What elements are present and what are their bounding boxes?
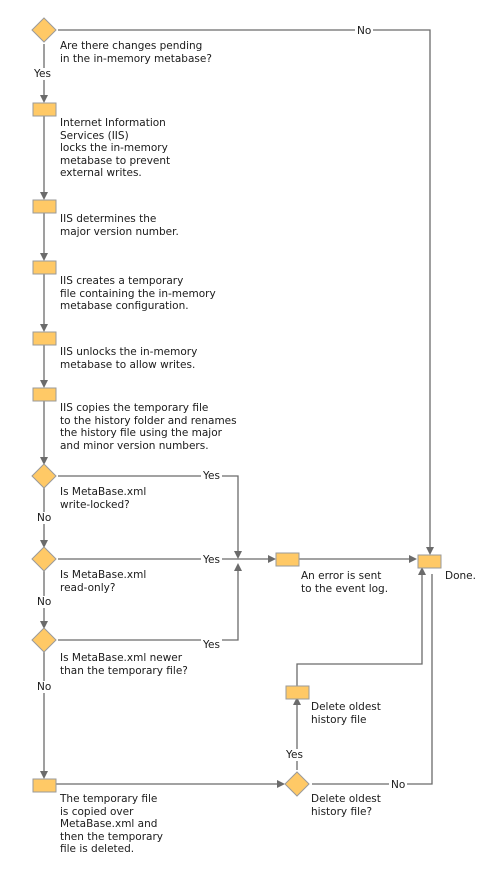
- edge-label-newer-yes: Yes: [201, 639, 222, 651]
- edge-label-writelocked-yes: Yes: [201, 470, 222, 482]
- arrow-into-done-top: [426, 547, 434, 555]
- arrow-delete-to-done: [418, 567, 426, 575]
- arrow-into-major: [40, 192, 48, 200]
- decision-newer-label: Is MetaBase.xml newer than the temporary…: [60, 652, 188, 677]
- decision-delete-label: Delete oldest history file?: [311, 793, 381, 818]
- decision-writelocked-label: Is MetaBase.xml write-locked?: [60, 486, 147, 511]
- edge-writelocked-yes: [58, 475, 239, 553]
- edge-label-delete-no: No: [389, 779, 408, 791]
- edge-label-writelocked-no: No: [35, 512, 54, 524]
- edge-delete-to-done: [296, 574, 423, 686]
- edge-label-newer-no: No: [35, 681, 54, 693]
- arrow-into-writelocked: [40, 457, 48, 465]
- step-delete-label: Delete oldest history file: [311, 701, 381, 726]
- decision-readonly-label: Is MetaBase.xml read-only?: [60, 569, 147, 594]
- decision-writelocked-diamond: [31, 463, 57, 489]
- step-copy-label: IIS copies the temporary file to the his…: [60, 402, 237, 452]
- step-lock-label: Internet Information Services (IIS) lock…: [60, 117, 171, 180]
- arrow-into-delete-decision: [277, 780, 285, 788]
- step-delete-box: [285, 685, 310, 700]
- arrow-into-newer: [40, 621, 48, 629]
- decision-readonly-diamond: [31, 546, 57, 572]
- decisions: [31, 17, 310, 797]
- arrow-writelocked-yes: [234, 551, 242, 559]
- step-temp-box: [32, 260, 57, 275]
- step-done-box: [417, 554, 442, 569]
- step-copy-box: [32, 387, 57, 402]
- edge-newer-yes: [58, 570, 239, 641]
- arrow-into-unlock: [40, 324, 48, 332]
- step-temp-label: IIS creates a temporary file containing …: [60, 275, 216, 313]
- step-error-box: [275, 552, 300, 567]
- arrow-into-copy: [40, 380, 48, 388]
- edge-changes-no: [58, 29, 431, 548]
- edge-label-changes-yes: Yes: [32, 68, 53, 80]
- arrow-into-lock: [40, 95, 48, 103]
- step-major-label: IIS determines the major version number.: [60, 213, 179, 238]
- step-unlock-box: [32, 331, 57, 346]
- edge-label-changes-no: No: [355, 25, 374, 37]
- step-overwrite-box: [32, 778, 57, 793]
- decision-newer-diamond: [31, 627, 57, 653]
- edge-label-readonly-yes: Yes: [201, 554, 222, 566]
- step-unlock-label: IIS unlocks the in-memory metabase to al…: [60, 346, 198, 371]
- connectors: [43, 29, 433, 785]
- arrow-into-temp: [40, 253, 48, 261]
- arrow-into-readonly: [40, 540, 48, 548]
- arrowheads: [40, 95, 434, 788]
- arrow-into-overwrite: [40, 771, 48, 779]
- decision-changes-diamond: [31, 17, 57, 43]
- arrow-into-error: [268, 555, 276, 563]
- steps: [32, 102, 442, 793]
- step-error-label: An error is sent to the event log.: [301, 570, 389, 595]
- step-lock-box: [32, 102, 57, 117]
- arrow-newer-yes: [234, 563, 242, 571]
- edge-label-readonly-no: No: [35, 596, 54, 608]
- decision-delete-diamond: [284, 771, 310, 797]
- decision-changes-label: Are there changes pending in the in-memo…: [60, 40, 212, 65]
- step-major-box: [32, 199, 57, 214]
- arrow-into-done-left: [409, 555, 417, 563]
- step-done-label: Done.: [445, 570, 476, 582]
- arrow-into-delete-step: [293, 697, 301, 705]
- edge-delete-no: [312, 574, 433, 785]
- edge-label-delete-yes: Yes: [284, 749, 305, 761]
- step-overwrite-label: The temporary file is copied over MetaBa…: [60, 793, 163, 856]
